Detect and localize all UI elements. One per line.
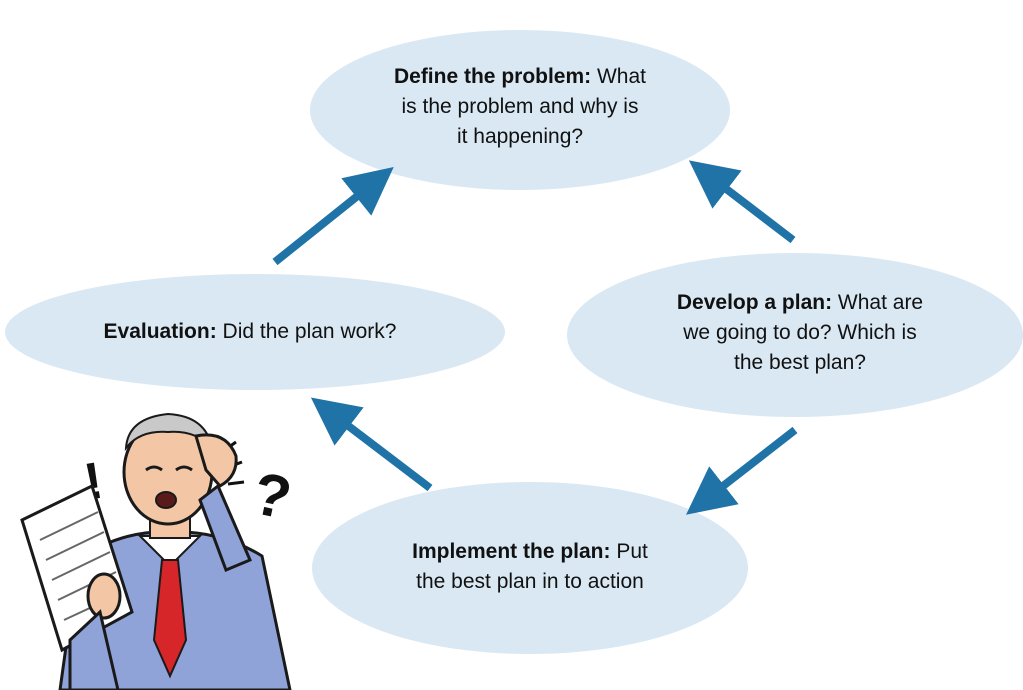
define-problem-line-2: is the problem and why is xyxy=(401,95,639,118)
question-mark: ? xyxy=(247,459,297,532)
develop-plan-line-1: What are xyxy=(832,291,924,314)
arrow-develop-to-implement xyxy=(686,426,798,515)
define-problem-title: Define the problem: xyxy=(393,65,592,88)
implement-plan-line-2: the best plan in to action xyxy=(416,570,644,593)
develop-plan-line-3: the best plan? xyxy=(734,351,866,374)
evaluation-title: Evaluation: xyxy=(103,320,217,343)
arrow-develop-to-define xyxy=(688,160,796,244)
implement-plan-line-1: Put xyxy=(610,540,648,563)
confused-man-clipart-icon: ! ? xyxy=(20,412,297,690)
implement-plan-text: Implement the plan: Put the best plan in… xyxy=(340,537,720,597)
develop-plan-line-2: we going to do? Which is xyxy=(683,321,917,344)
define-problem-text: Define the problem: What is the problem … xyxy=(330,62,710,152)
evaluation-ellipse xyxy=(5,274,505,390)
implement-plan-title: Implement the plan: xyxy=(412,540,611,563)
arrow-implement-to-evaluation xyxy=(310,397,433,492)
arrow-evaluation-to-define xyxy=(272,167,394,266)
define-problem-ellipse xyxy=(310,30,730,190)
define-problem-line-1: What xyxy=(591,65,647,88)
develop-plan-ellipse xyxy=(567,253,1023,417)
evaluation-line-1: Did the plan work? xyxy=(216,320,397,343)
implement-plan-ellipse xyxy=(312,482,748,654)
define-problem-line-3: it happening? xyxy=(456,125,584,148)
develop-plan-title: Develop a plan: xyxy=(676,291,833,314)
develop-plan-text: Develop a plan: What are we going to do?… xyxy=(600,288,1000,378)
evaluation-text: Evaluation: Did the plan work? xyxy=(20,317,480,347)
